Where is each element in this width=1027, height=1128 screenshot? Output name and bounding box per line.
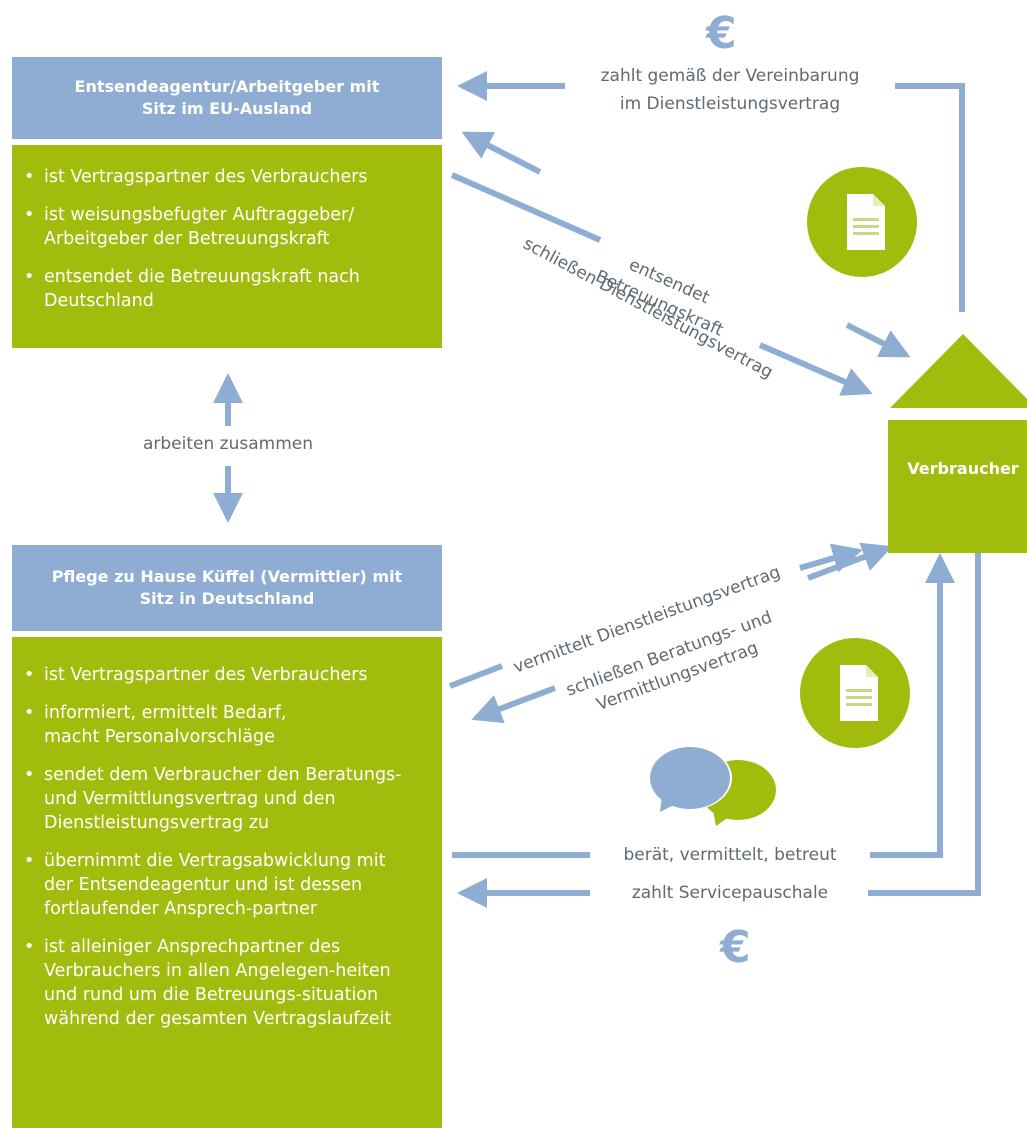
arrow-mediates-a — [448, 663, 504, 689]
arrow-sends-caregiver-a — [450, 172, 602, 243]
speech-bubbles-icon — [648, 746, 776, 826]
label-pays-agreement-line2: im Dienstleistungsvertrag — [619, 94, 841, 114]
mediator-item: übernimmt die Vertragsabwicklung mit der… — [12, 849, 418, 921]
mediator-title: Pflege zu Hause Küffel (Vermittler) mit … — [12, 545, 442, 631]
arrow-advises-b — [870, 553, 955, 858]
euro-icon: € — [706, 8, 737, 59]
label-pays-agreement-line1: zahlt gemäß der Vereinbarung — [600, 66, 860, 86]
arrow-close-service-contract-a — [461, 131, 542, 175]
arrow-pays-fee-a — [868, 548, 981, 896]
mediator-details: ist Vertragspartner des Verbrauchers inf… — [12, 637, 442, 1128]
mediator-title-text: Pflege zu Hause Küffel (Vermittler) mit … — [51, 567, 403, 608]
label-pays-agreement: zahlt gemäß der Vereinbarung im Dienstle… — [565, 64, 895, 116]
agency-item: ist weisungsbefugter Auftraggeber/ Arbei… — [12, 203, 430, 251]
consumer-label: Verbraucher — [907, 459, 1019, 478]
mediator-item: informiert, ermittelt Bedarf, macht Pers… — [12, 701, 418, 749]
mediator-item: ist alleiniger Ansprechpartner des Verbr… — [12, 935, 418, 1031]
euro-icon: € — [720, 922, 751, 973]
consumer-body — [888, 420, 1027, 553]
agency-title: Entsendeagentur/Arbeitgeber mit Sitz im … — [12, 57, 442, 139]
agency-item: ist Vertragspartner des Verbrauchers — [12, 165, 430, 189]
mediator-item: sendet dem Verbraucher den Beratungs- un… — [12, 763, 418, 835]
agency-title-text: Entsendeagentur/Arbeitgeber mit Sitz im … — [74, 77, 380, 118]
arrow-close-advice-b — [471, 685, 557, 724]
label-work-together: arbeiten zusammen — [142, 434, 313, 454]
arrow-mediates-b — [799, 543, 863, 573]
label-pays-service-fee: zahlt Servicepauschale — [631, 883, 829, 903]
arrow-pays-agency — [895, 83, 965, 312]
arrow-close-advice-a — [806, 542, 893, 581]
agency-details: ist Vertragspartner des Verbrauchers ist… — [12, 145, 442, 348]
agency-item-list: ist Vertragspartner des Verbrauchers ist… — [12, 165, 430, 313]
mediator-item: ist Vertragspartner des Verbrauchers — [12, 663, 418, 687]
arrow-sends-caregiver-b — [758, 342, 873, 396]
agency-item: entsendet die Betreuungskraft nach Deuts… — [12, 265, 430, 313]
consumer-roof — [890, 334, 1027, 408]
arrow-close-service-contract-b — [845, 322, 911, 358]
document-icon — [807, 167, 917, 277]
mediator-item-list: ist Vertragspartner des Verbrauchers inf… — [12, 663, 418, 1031]
label-advises: berät, vermittelt, betreut — [623, 845, 837, 865]
document-icon — [800, 638, 910, 748]
